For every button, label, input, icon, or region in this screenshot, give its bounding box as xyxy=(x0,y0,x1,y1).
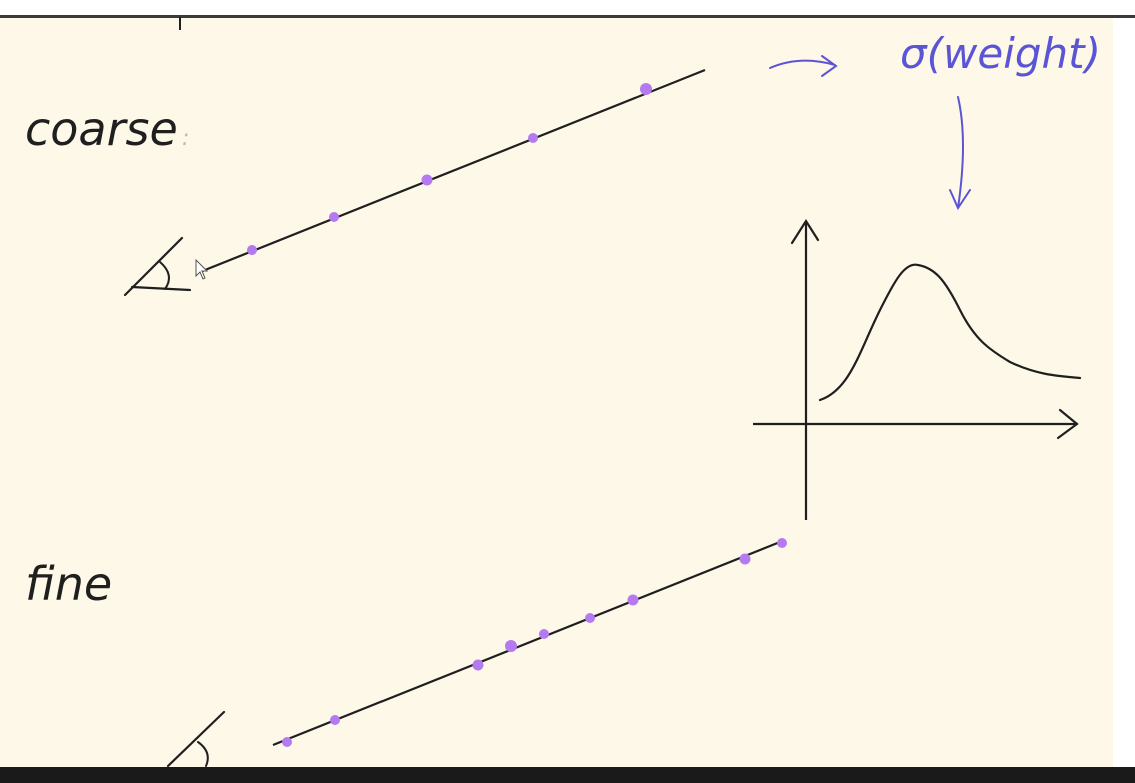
fine-sample-point xyxy=(282,737,292,747)
fine-sample-point xyxy=(627,594,639,606)
coarse-sample-point xyxy=(329,212,339,222)
fine-ray-line xyxy=(272,538,786,747)
fine-sample-points xyxy=(282,538,787,747)
fine-sample-point xyxy=(472,659,484,671)
fine-sample-point xyxy=(539,629,549,639)
coarse-ray-line xyxy=(199,68,706,274)
arrow-to-plot xyxy=(949,96,971,211)
coarse-sample-point xyxy=(528,133,538,143)
weight-label: σ(weight) xyxy=(900,29,1101,78)
fine-sample-point xyxy=(739,553,751,565)
weight-plot xyxy=(753,218,1082,520)
top-border xyxy=(0,15,1135,18)
coarse-sample-point xyxy=(247,245,257,255)
plot-x-axis-arrowhead xyxy=(1056,408,1079,440)
fine-sample-point xyxy=(505,640,517,652)
coarse-sample-points xyxy=(247,83,652,255)
coarse-sample-point xyxy=(640,83,652,95)
fine-sample-point xyxy=(585,613,595,623)
weight-curve xyxy=(818,263,1082,402)
fine-label: fine xyxy=(25,557,112,611)
bottom-border xyxy=(0,767,1135,783)
fine-sample-point xyxy=(330,715,340,725)
arrow-to-weight xyxy=(769,55,838,77)
whiteboard-paper xyxy=(0,17,1113,767)
fine-sample-point xyxy=(777,538,787,548)
coarse-label: coarse xyxy=(25,102,178,156)
eye-icon xyxy=(123,236,192,297)
plot-y-axis-arrowhead xyxy=(790,218,820,245)
coarse-sample-point xyxy=(421,174,433,186)
eye-icon xyxy=(166,710,226,768)
cursor-arrow-icon xyxy=(195,258,209,280)
coarse-colon: : xyxy=(182,126,189,151)
